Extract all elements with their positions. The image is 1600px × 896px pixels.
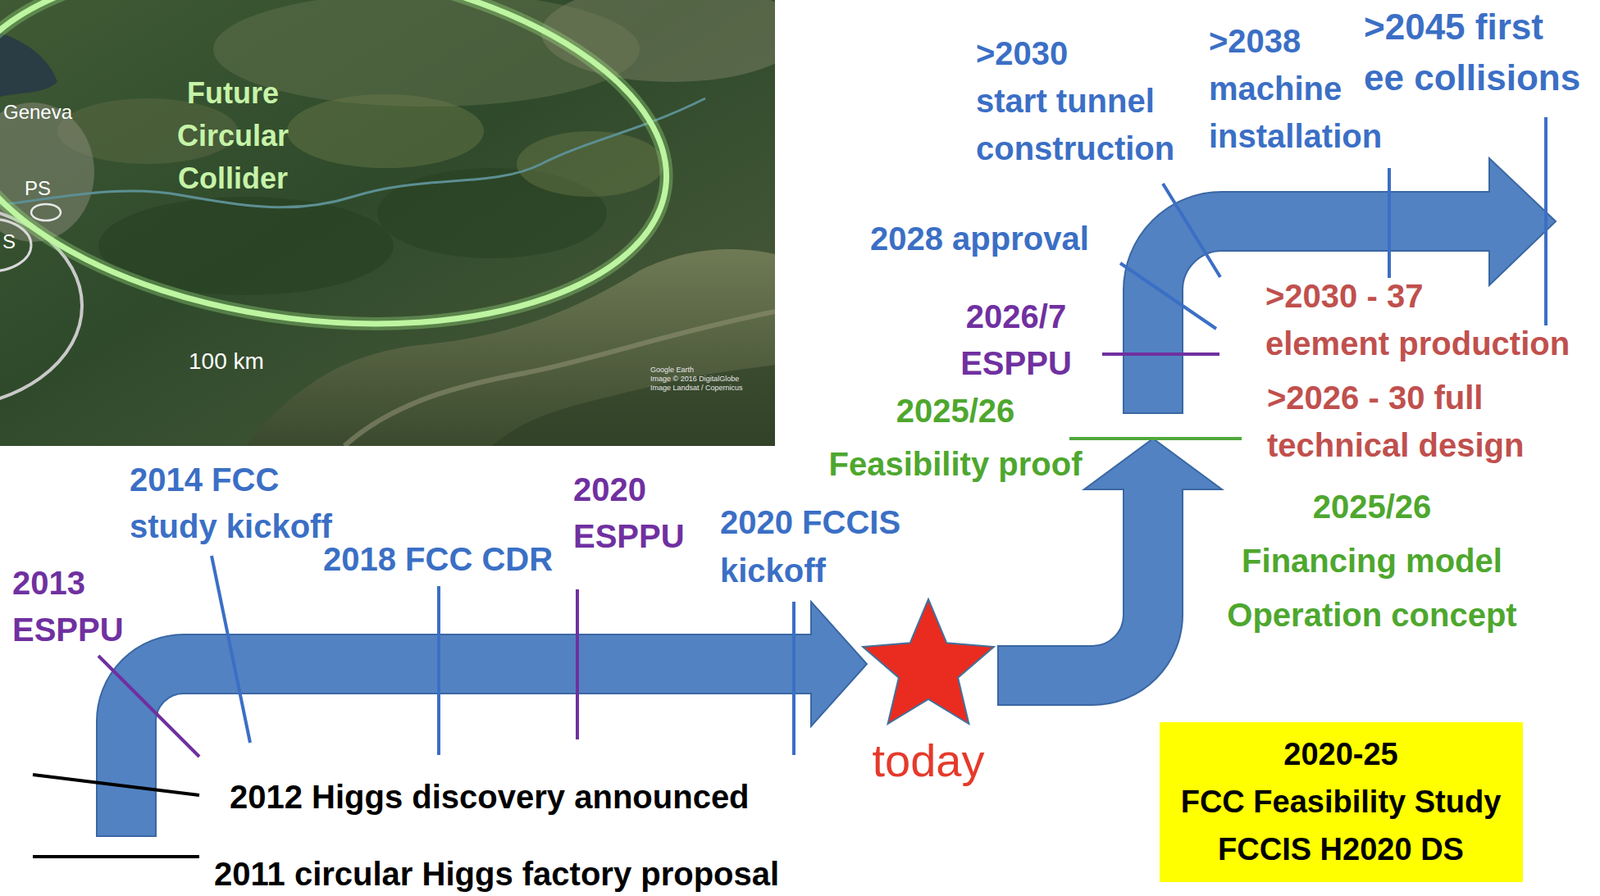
hill-patch: [541, 0, 775, 83]
milestone-label: 2013 ESPPU: [12, 565, 124, 648]
tick-line: [1120, 263, 1217, 329]
scale-label-box: 100 km: [188, 348, 265, 375]
map-credit-box: Image Landsat / Copernicus: [650, 383, 744, 393]
tick-line: [1162, 183, 1221, 278]
milestone-label-box: 2028 approval: [870, 218, 1090, 259]
map-label: S: [2, 230, 16, 253]
milestone-label-box: 2020 FCCIS kickoff: [720, 498, 901, 596]
river: [0, 98, 706, 208]
star-shape: [858, 597, 999, 739]
milestone-label: 2025/26 Financing model Operation concep…: [1226, 488, 1517, 634]
milestone-label-box: >2045 first ee collisions: [1363, 1, 1581, 104]
field-patch: [287, 94, 484, 169]
milestone-label: >2045 first ee collisions: [1363, 6, 1581, 98]
map-label-box: Geneva: [3, 100, 73, 124]
note-text: 2020-25 FCC Feasibility Study FCCIS H202…: [1180, 730, 1502, 874]
milestone-label-box: 2020 ESPPU: [573, 466, 685, 561]
milestone-label-box: 2013 ESPPU: [12, 560, 124, 654]
tick-line: [1544, 117, 1548, 337]
map-label-box: S: [2, 230, 16, 254]
lake: [0, 32, 58, 97]
star-outline: [862, 599, 994, 725]
milestone-label-box: 2018 FCC CDR: [323, 539, 553, 579]
map-credit-box: Image © 2016 DigitalGlobe: [650, 374, 739, 384]
milestone-label-box: >2038 machine installation: [1208, 17, 1382, 160]
tick-line: [575, 589, 579, 740]
ps-ring: [31, 204, 61, 221]
milestone-label: 2028 approval: [870, 220, 1090, 257]
star-caption-box: today: [858, 733, 999, 789]
timeline-arrow: [96, 601, 867, 837]
mountain-ridge: [246, 249, 775, 447]
map-label: Geneva: [3, 100, 73, 124]
note-box: 2020-25 FCC Feasibility Study FCCIS H202…: [1159, 722, 1523, 883]
milestone-label: 2020 FCCIS kickoff: [720, 504, 901, 589]
star-caption: today: [872, 734, 985, 787]
ridge-crest: [344, 311, 775, 447]
map-credit: Image Landsat / Copernicus: [650, 383, 744, 393]
today-star: today: [858, 597, 999, 789]
milestone-label-box: 2025/26 Feasibility proof: [829, 384, 1083, 492]
milestone-label: >2038 machine installation: [1208, 22, 1382, 155]
milestone-label: 2025/26 Feasibility proof: [829, 392, 1083, 483]
map-credit: Image © 2016 DigitalGlobe: [650, 374, 739, 383]
milestone-label-box: >2030 start tunnel construction: [975, 29, 1175, 173]
milestone-label-box: 2026/7 ESPPU: [960, 293, 1072, 388]
milestone-label-box: 2025/26 Financing model Operation concep…: [1226, 479, 1517, 643]
tick-line: [1069, 437, 1242, 441]
tick-line: [437, 586, 441, 756]
milestone-label: 2011 circular Higgs factory proposal: [214, 856, 780, 893]
map-credit: Google Earth: [650, 365, 694, 374]
phase-label: >2030 - 37 element production: [1265, 278, 1570, 362]
tick-line: [211, 556, 251, 744]
scale-label: 100 km: [188, 348, 265, 374]
fcc-ring-glow: [0, 0, 688, 362]
fcc-ring: [0, 0, 688, 362]
map-title: Future Circular Collider: [177, 76, 289, 196]
tick-line: [792, 601, 796, 756]
map-label-box: PS: [24, 177, 51, 201]
milestone-label: 2012 Higgs discovery announced: [229, 779, 750, 816]
ridge-shadow: [492, 364, 775, 447]
tick-line: [32, 855, 200, 859]
milestone-label: 2020 ESPPU: [573, 471, 685, 555]
map-title-box: Future Circular Collider: [177, 72, 289, 201]
milestone-label-box: 2014 FCC study kickoff: [129, 456, 333, 551]
map-label: PS: [24, 177, 51, 200]
tick-line: [1387, 168, 1391, 292]
phase-label: >2026 - 30 full technical design: [1267, 379, 1524, 464]
tick-line: [1102, 352, 1220, 356]
phase-label-box: >2026 - 30 full technical design: [1267, 373, 1524, 470]
milestone-label: >2030 start tunnel construction: [975, 35, 1175, 167]
milestone-label: 2014 FCC study kickoff: [129, 461, 333, 545]
milestone-label-box: 2012 Higgs discovery announced: [229, 777, 750, 817]
tick-line: [32, 774, 200, 796]
milestone-label: 2018 FCC CDR: [323, 541, 553, 578]
tick-line: [98, 656, 200, 757]
milestone-label-box: 2011 circular Higgs factory proposal: [214, 854, 780, 894]
milestone-label: 2026/7 ESPPU: [960, 298, 1072, 382]
map-credit-box: Google Earth: [650, 365, 694, 375]
phase-label-box: >2030 - 37 element production: [1265, 272, 1570, 368]
